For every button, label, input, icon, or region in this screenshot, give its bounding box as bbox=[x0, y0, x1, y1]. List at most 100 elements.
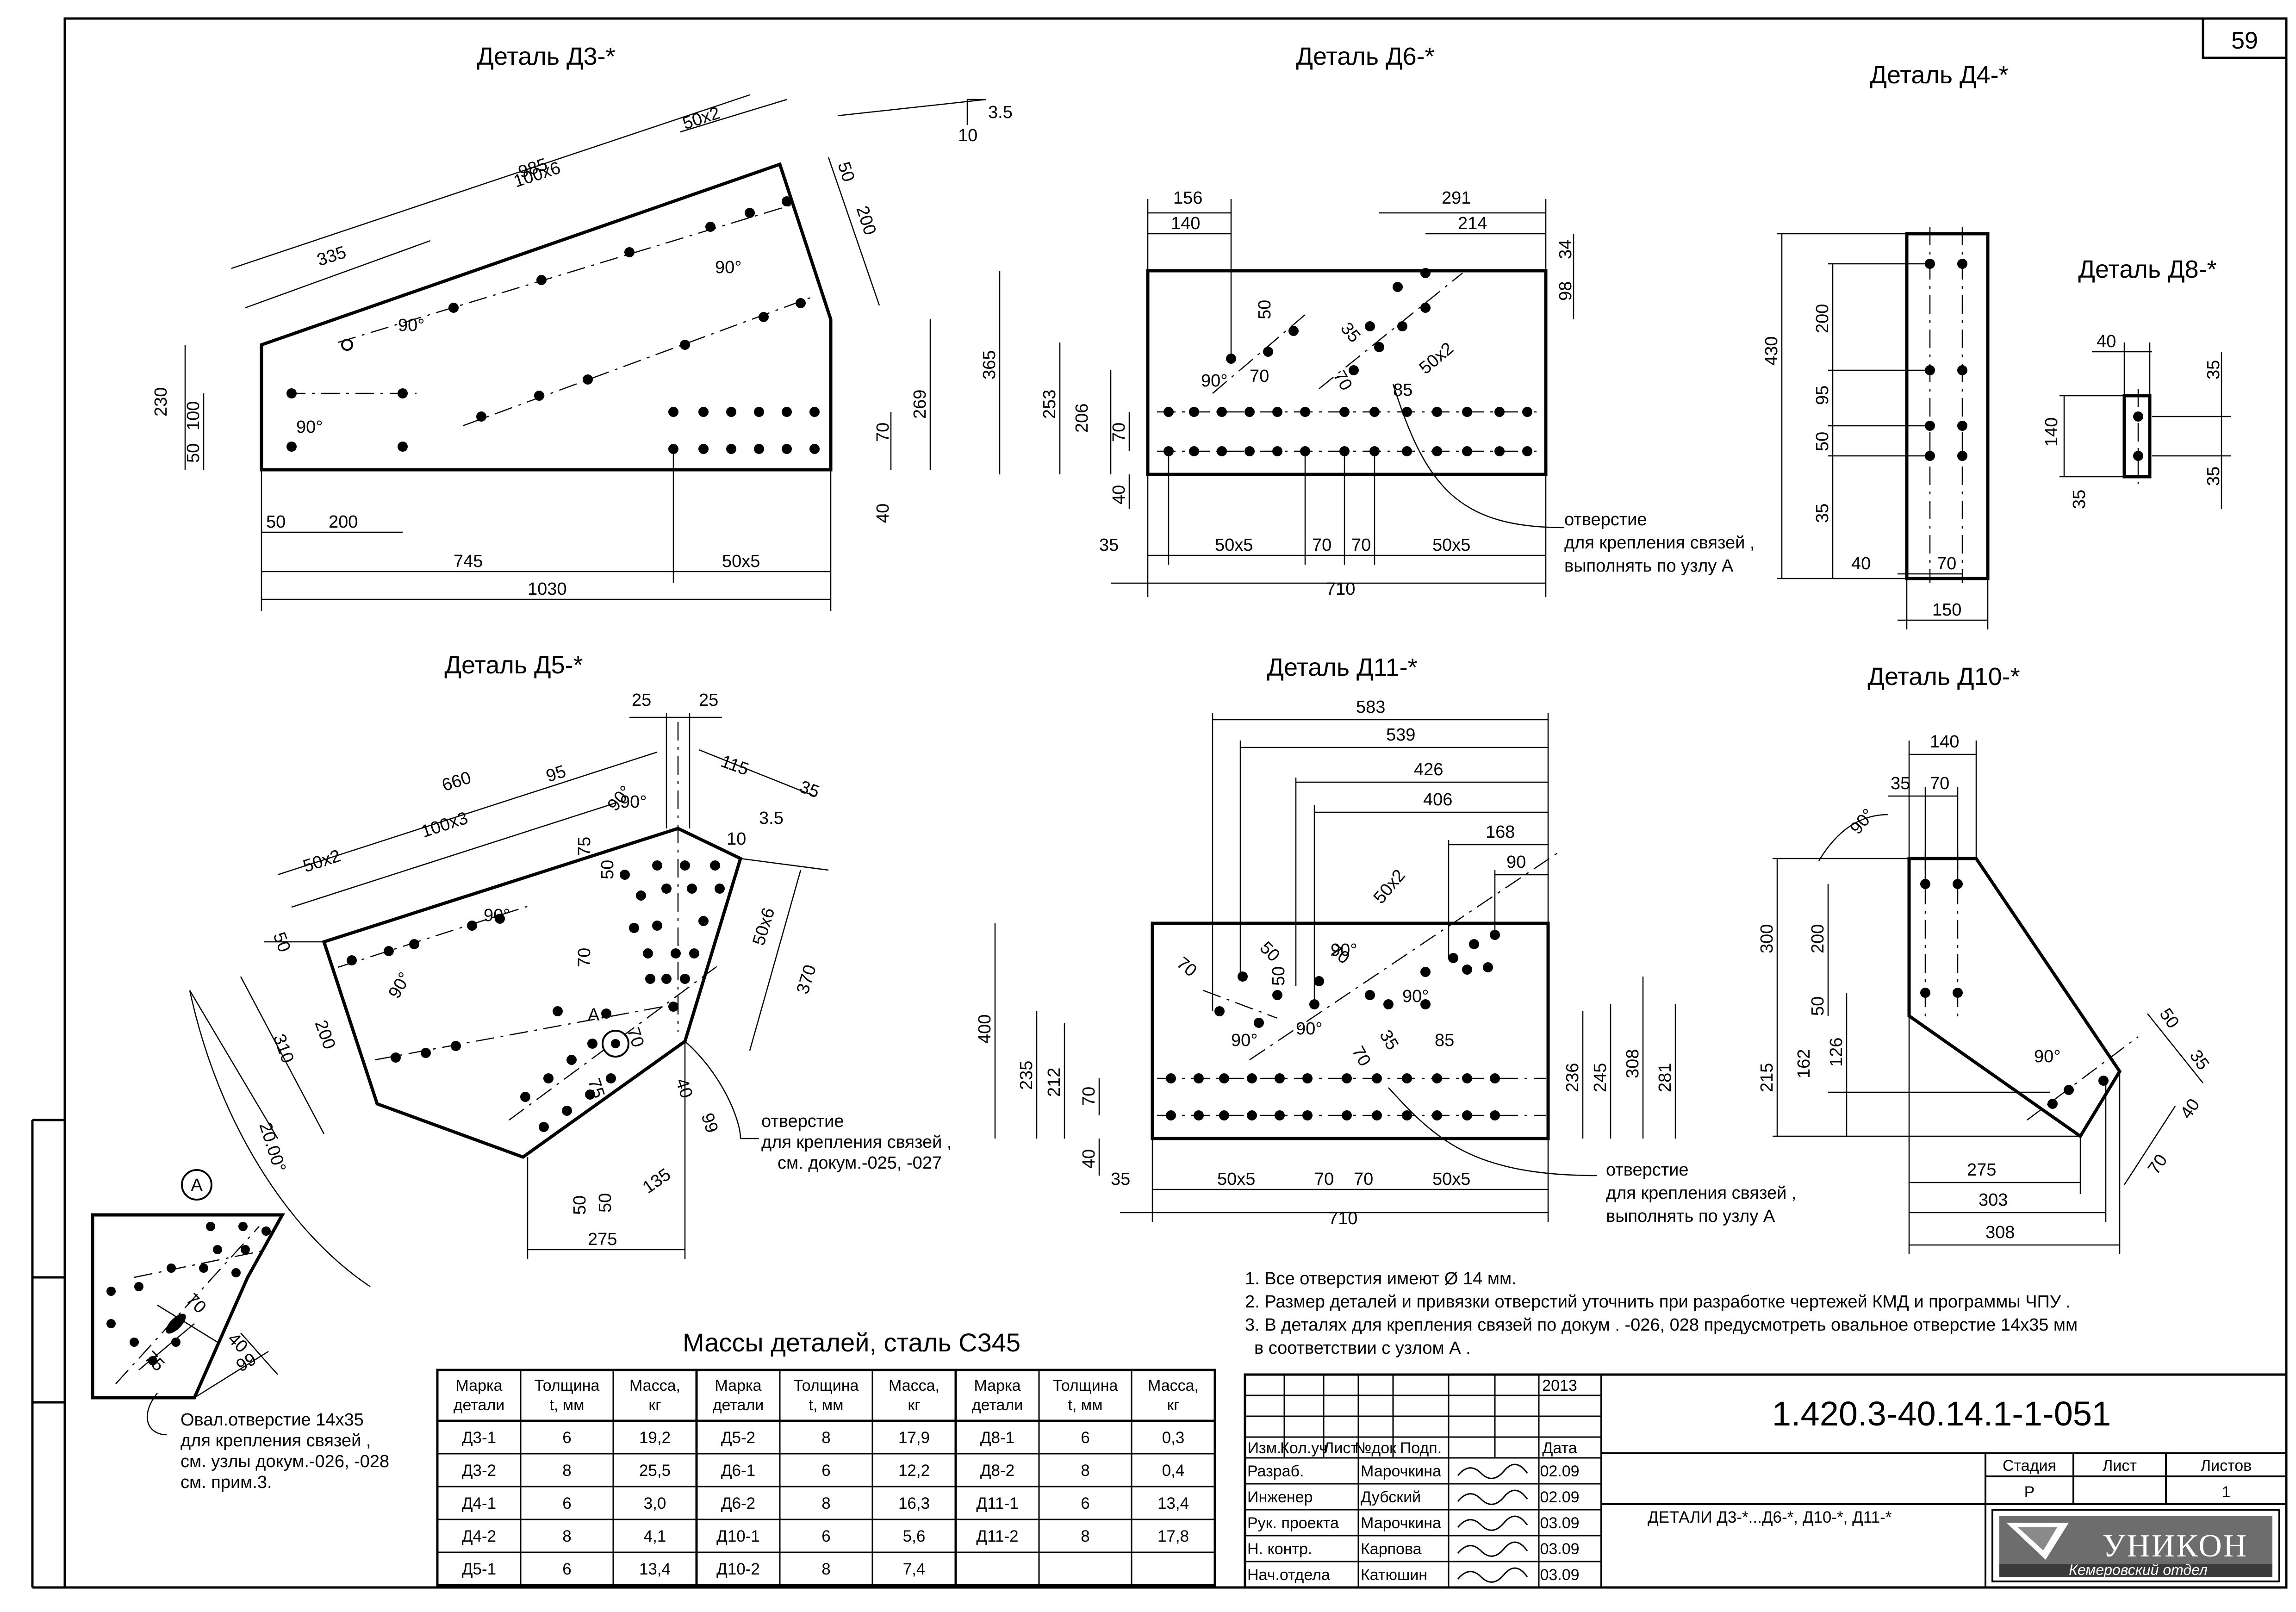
dim-label: 70 bbox=[873, 423, 893, 442]
detail-d11: Деталь Д11-* bbox=[975, 654, 1796, 1228]
note-line: в соответствии с узлом А . bbox=[1254, 1338, 1471, 1358]
mass-table-header: Масса, bbox=[1148, 1377, 1199, 1394]
sheets-value: 1 bbox=[2222, 1483, 2231, 1501]
detail-d6-title: Деталь Д6-* bbox=[1296, 43, 1434, 70]
dim-label: 20.00° bbox=[255, 1120, 289, 1175]
dim-label: 100х3 bbox=[419, 809, 470, 842]
dim-label: 583 bbox=[1356, 697, 1385, 717]
hole-axis bbox=[1212, 314, 1306, 394]
detail-d10-dim-lines bbox=[1773, 741, 2203, 1254]
signature-mark bbox=[1457, 1567, 1528, 1583]
dim-label: 406 bbox=[1423, 790, 1452, 809]
dim-label: 90° bbox=[1231, 1031, 1257, 1050]
dim-label: 539 bbox=[1386, 725, 1415, 745]
detail-d3-title: Деталь Д3-* bbox=[477, 43, 615, 70]
dim-label: 156 bbox=[1173, 188, 1202, 208]
dim-label: 50 bbox=[184, 443, 203, 463]
detail-d6-plate bbox=[1146, 269, 1548, 476]
mass-table-cell: Д10-2 bbox=[716, 1560, 760, 1578]
sheet-description: ДЕТАЛИ Д3-*...Д6-*, Д10-*, Д11-* bbox=[1648, 1508, 1892, 1526]
dim-label: 200 bbox=[311, 1018, 339, 1052]
dim-label: 370 bbox=[793, 963, 820, 996]
callout-line: выполнять по узлу А bbox=[1564, 556, 1734, 576]
dim-label: 745 bbox=[454, 552, 483, 571]
dim-label: 140 bbox=[2042, 417, 2061, 447]
dim-label: 50 bbox=[2156, 1005, 2183, 1032]
sheets-label: Листов bbox=[2201, 1457, 2252, 1475]
stamp-date: 03.09 bbox=[1540, 1540, 1579, 1558]
dim-label: 35 bbox=[1813, 504, 1832, 523]
hole-axis bbox=[337, 203, 796, 343]
detail-d3-holes bbox=[286, 196, 820, 454]
dim-label: 50 bbox=[266, 512, 286, 532]
callout-line: для крепления связей , bbox=[1564, 533, 1755, 553]
mass-table-cell: Д11-1 bbox=[976, 1494, 1018, 1512]
detail-d5-holes bbox=[347, 860, 725, 1132]
mass-table-cell: 8 bbox=[821, 1429, 830, 1447]
dim-label: 90° bbox=[1201, 371, 1227, 391]
dim-label: 335 bbox=[315, 243, 348, 270]
mass-table-cell: Д6-2 bbox=[721, 1494, 755, 1512]
node-a-marker bbox=[181, 1169, 212, 1201]
mass-table-header: детали bbox=[713, 1396, 764, 1414]
dim-label: 75 bbox=[575, 837, 594, 856]
dim-label: 50 bbox=[570, 1195, 590, 1215]
note-line: 3. В деталях для крепления связей по док… bbox=[1245, 1315, 2078, 1335]
hole-axis bbox=[509, 962, 722, 1121]
dim-label: 235 bbox=[1017, 1061, 1036, 1090]
mass-table-cell: 8 bbox=[562, 1462, 571, 1480]
mass-table-header: детали bbox=[972, 1396, 1023, 1414]
dim-label: 70 bbox=[1312, 535, 1332, 555]
detail-d5: Деталь Д5-* bbox=[189, 651, 952, 1288]
year: 2013 bbox=[1542, 1377, 1577, 1394]
dim-label: 50х2 bbox=[1370, 866, 1409, 908]
dim-label: 50х5 bbox=[1217, 1170, 1255, 1189]
dim-label: 200 bbox=[852, 204, 880, 237]
mass-table-cell: Д5-1 bbox=[462, 1560, 496, 1578]
mass-table-cell: Д8-2 bbox=[980, 1462, 1014, 1480]
mass-table-header: детали bbox=[454, 1396, 505, 1414]
mass-table-cell: Д3-2 bbox=[462, 1462, 496, 1480]
dim-label: 90 bbox=[1506, 853, 1526, 872]
node-a-holes bbox=[106, 1222, 271, 1365]
mass-table-cell: 4,1 bbox=[644, 1527, 666, 1545]
detail-d6-holes bbox=[1164, 268, 1532, 456]
dim-label: 40 bbox=[1851, 554, 1871, 573]
mass-table-grid: МаркадеталиД3-1Д3-2Д4-1Д4-2Д5-1Толщинаt,… bbox=[436, 1369, 1216, 1587]
general-notes: 1. Все отверстия имеют Ø 14 мм. 2. Разме… bbox=[1245, 1269, 2078, 1358]
stamp-header: Кол.уч bbox=[1280, 1439, 1327, 1457]
signature-mark bbox=[1457, 1515, 1528, 1531]
stamp-name: Марочкина bbox=[1361, 1514, 1441, 1532]
detail-d10: Деталь Д10-* bbox=[1757, 663, 2213, 1254]
dim-label: 275 bbox=[588, 1230, 617, 1249]
dim-label: 90° bbox=[2034, 1047, 2060, 1066]
mass-table-header: Марка bbox=[715, 1377, 761, 1394]
dim-label: 710 bbox=[1328, 1209, 1357, 1228]
dim-label: 126 bbox=[1827, 1038, 1846, 1067]
mass-table-cell: 7,4 bbox=[903, 1560, 926, 1578]
mass-table-cell: 6 bbox=[562, 1429, 571, 1447]
hole-axis bbox=[1249, 851, 1560, 1061]
detail-d8-dim-lines bbox=[2060, 342, 2231, 509]
dim-label: 50 bbox=[596, 1193, 615, 1213]
dim-label: 99 bbox=[697, 1111, 722, 1135]
dim-label: 90° bbox=[715, 258, 741, 277]
stamp-name: Катюшин bbox=[1361, 1566, 1427, 1584]
hole-axis bbox=[134, 1249, 269, 1278]
mass-table-cell: 0,3 bbox=[1162, 1429, 1185, 1447]
detail-d3-dim-lines bbox=[184, 94, 986, 611]
company-department: Кемеровский отдел bbox=[2069, 1562, 2208, 1578]
dim-label: 90° bbox=[1402, 987, 1429, 1006]
mass-table-cell: 6 bbox=[821, 1462, 830, 1480]
mass-table-header: t, мм bbox=[549, 1396, 584, 1414]
dim-label: 98 bbox=[1556, 281, 1575, 301]
stamp-header: Лист bbox=[1324, 1439, 1358, 1457]
mass-table-cell: 19,2 bbox=[639, 1429, 671, 1447]
stage-value: Р bbox=[2024, 1483, 2035, 1501]
mass-table-cell: 6 bbox=[562, 1494, 571, 1512]
dim-label: 253 bbox=[1040, 390, 1059, 419]
signature-mark bbox=[1457, 1463, 1528, 1479]
dim-label: 710 bbox=[1326, 579, 1355, 599]
mass-table-cell: 8 bbox=[562, 1527, 571, 1545]
callout-hole-a-1: отверстие для крепления связей , выполня… bbox=[1564, 510, 1755, 576]
